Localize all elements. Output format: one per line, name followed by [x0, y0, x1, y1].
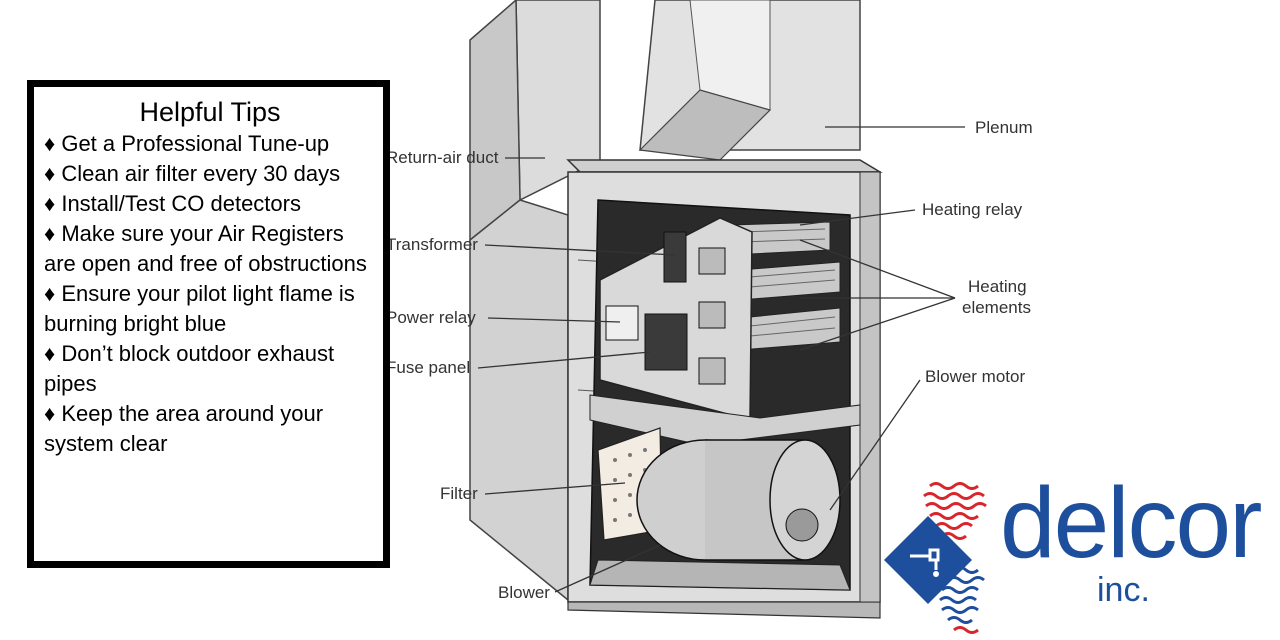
tip-item: ♦ Keep the area around your system clear — [44, 401, 324, 456]
tip-item: ♦ Clean air filter every 30 days — [44, 161, 341, 186]
tips-list: ♦ Get a Professional Tune-up ♦ Clean air… — [44, 129, 376, 459]
logo-diamond-waves-icon — [884, 482, 987, 634]
label-heating-elements-2: elements — [962, 298, 1031, 317]
label-heating-elements-1: Heating — [968, 277, 1027, 296]
logo-suffix: inc. — [1097, 571, 1150, 609]
label-power-relay: Power relay — [386, 308, 476, 327]
label-heating-relay: Heating relay — [922, 200, 1023, 219]
delcor-logo: delcor inc. — [880, 468, 1280, 640]
label-transformer: Transformer — [386, 235, 478, 254]
plenum — [638, 0, 861, 161]
label-return-air-duct: Return-air duct — [386, 148, 499, 167]
label-filter: Filter — [440, 484, 478, 503]
tip-item: ♦ Ensure your pilot light flame is burni… — [44, 281, 355, 336]
tip-item: ♦ Make sure your Air Registers are open … — [44, 221, 367, 276]
tip-item: ♦ Don’t block outdoor exhaust pipes — [44, 341, 335, 396]
label-plenum: Plenum — [975, 118, 1033, 137]
tip-item: ♦ Get a Professional Tune-up — [44, 131, 330, 156]
furnace-interior — [589, 199, 861, 591]
label-fuse-panel: Fuse panel — [386, 358, 470, 377]
callout-labels: Plenum Return-air duct Heating relay Tra… — [386, 118, 1033, 602]
helpful-tips-box: Helpful Tips ♦ Get a Professional Tune-u… — [27, 80, 390, 568]
label-blower-motor: Blower motor — [925, 367, 1025, 386]
tips-title: Helpful Tips — [139, 97, 281, 127]
leader-lines — [477, 126, 965, 593]
label-blower: Blower — [498, 583, 550, 602]
tip-item: ♦ Install/Test CO detectors — [44, 191, 301, 216]
logo-wordmark: delcor — [1000, 467, 1262, 579]
return-air-duct — [469, 0, 601, 602]
